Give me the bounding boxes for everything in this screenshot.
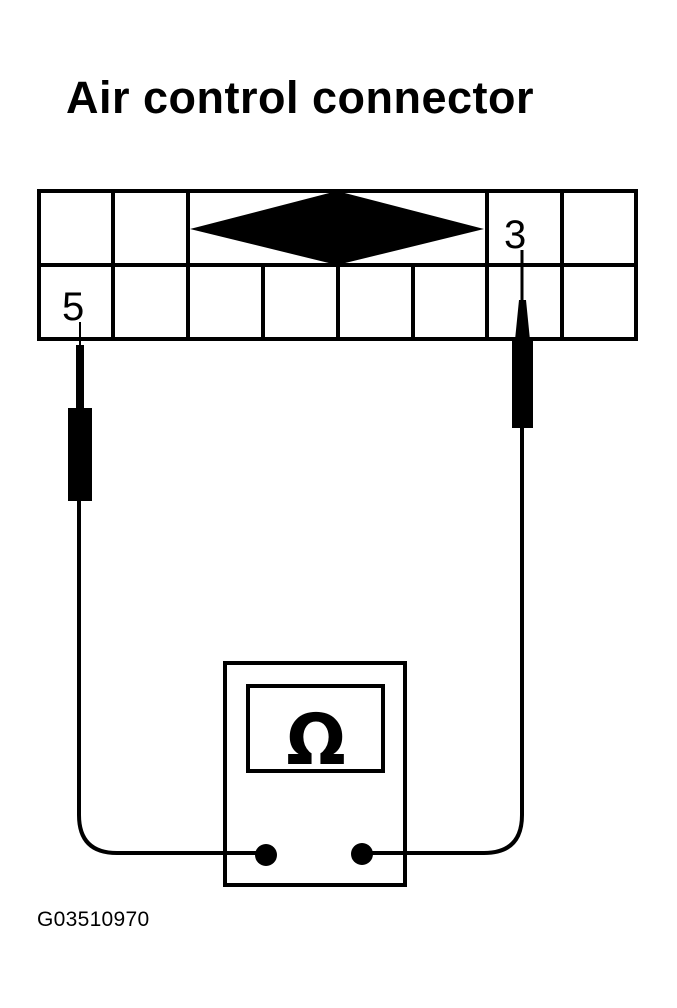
probe-handle — [512, 340, 533, 428]
right-lead-wire — [362, 427, 524, 855]
left-lead-wire — [77, 500, 262, 855]
meter-terminal-right — [351, 843, 373, 865]
key-diamond-icon — [190, 191, 484, 265]
ohm-icon: Ω — [286, 699, 346, 781]
meter-display — [246, 684, 385, 773]
diagram-title: Air control connector — [66, 72, 535, 123]
probe-handle — [68, 408, 92, 501]
pin-label-3: 3 — [504, 213, 526, 257]
connector — [37, 189, 638, 341]
left-probe — [68, 322, 262, 855]
ohmmeter: Ω — [223, 661, 407, 887]
right-probe — [362, 250, 533, 855]
figure-code: G03510970 — [37, 908, 150, 931]
pin-label-5: 5 — [62, 285, 84, 329]
meter-terminal-left — [255, 844, 277, 866]
